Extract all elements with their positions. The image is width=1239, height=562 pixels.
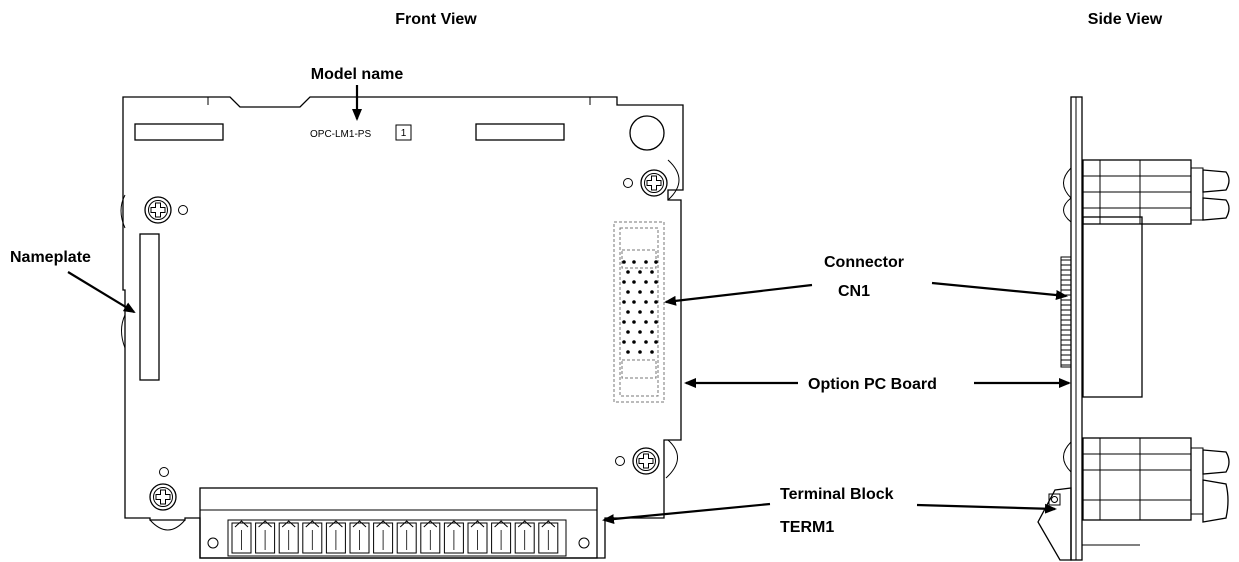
front-view-board	[120, 96, 684, 559]
terminal-id-label: TERM1	[780, 519, 834, 536]
terminal-cell	[396, 522, 417, 554]
connector-pin	[644, 280, 648, 284]
terminal-block-label: Terminal Block	[780, 486, 894, 503]
connector-pin	[626, 350, 630, 354]
upper-standoff	[1063, 159, 1230, 225]
connector-pin	[638, 290, 642, 294]
connector-pin	[638, 310, 642, 314]
connector-pin	[622, 260, 626, 264]
model-box-text: 1	[401, 128, 407, 139]
terminal-clip	[258, 520, 272, 528]
connector-pin	[632, 300, 636, 304]
connector-pin	[644, 320, 648, 324]
terminal-cell	[491, 522, 512, 554]
connector-pin	[626, 330, 630, 334]
connector-pin	[650, 270, 654, 274]
terminal-cell	[255, 522, 276, 554]
terminal-clip	[447, 520, 461, 528]
connector-pin	[632, 320, 636, 324]
connector-label: Connector	[824, 254, 904, 271]
terminal-cell	[302, 522, 323, 554]
terminal-clip	[399, 520, 414, 528]
terminal-cell	[349, 522, 370, 554]
terminal-cell	[231, 522, 252, 554]
connector-pin	[650, 310, 654, 314]
terminal-clip	[517, 520, 532, 528]
terminal-cell	[420, 522, 441, 554]
option-board-label: Option PC Board	[808, 376, 937, 393]
terminal-clip	[470, 520, 485, 528]
terminal-clip	[423, 520, 438, 528]
side-view-title: Side View	[1088, 11, 1163, 28]
connector-pin	[654, 340, 658, 344]
terminal-cell	[538, 522, 559, 554]
connector-pin	[632, 340, 636, 344]
connector-cn1-front	[613, 221, 665, 403]
terminal-clip	[376, 520, 390, 528]
terminal-block-side	[1037, 487, 1140, 561]
terminal-clip	[281, 520, 296, 528]
model-code-text: OPC-LM1-PS	[310, 129, 371, 140]
terminal-cells	[231, 520, 559, 554]
connector-pin	[632, 280, 636, 284]
connector-pin	[626, 310, 630, 314]
model-name-label: Model name	[311, 66, 404, 83]
connector-pins	[622, 260, 658, 354]
connector-id-label: CN1	[838, 283, 870, 300]
lower-standoff	[1063, 437, 1230, 523]
connector-pin	[650, 330, 654, 334]
connector-pin	[654, 280, 658, 284]
terminal-clip	[305, 520, 320, 528]
terminal-clip	[234, 520, 249, 528]
terminal-clip	[329, 520, 343, 528]
side-view-board	[1037, 96, 1230, 561]
terminal-cell	[278, 522, 299, 554]
terminal-cell	[325, 522, 346, 554]
connector-pin	[622, 280, 626, 284]
nameplate-label: Nameplate	[10, 249, 91, 266]
connector-pin	[644, 300, 648, 304]
terminal-clip	[352, 520, 367, 528]
terminal-cell	[514, 522, 535, 554]
terminal-block-front	[199, 487, 598, 559]
terminal-cell	[467, 522, 488, 554]
connector-pin	[626, 270, 630, 274]
terminal-cell	[373, 522, 394, 554]
front-view-title: Front View	[395, 11, 477, 28]
connector-pin	[644, 260, 648, 264]
connector-pin	[638, 350, 642, 354]
terminal-clip	[494, 520, 508, 528]
connector-pin	[622, 340, 626, 344]
connector-pin	[650, 290, 654, 294]
connector-pin	[622, 300, 626, 304]
connector-pin	[654, 260, 658, 264]
nameplate-strip	[139, 233, 160, 381]
connector-pin	[654, 300, 658, 304]
connector-pin	[644, 340, 648, 344]
connector-pin	[638, 270, 642, 274]
side-connector-pins	[1061, 259, 1071, 366]
connector-pin	[632, 260, 636, 264]
terminal-cell	[443, 522, 464, 554]
terminal-clip	[541, 520, 556, 528]
connector-pin	[626, 290, 630, 294]
connector-pin	[638, 330, 642, 334]
connector-pin	[654, 320, 658, 324]
connector-pin	[622, 320, 626, 324]
connector-pin	[650, 350, 654, 354]
